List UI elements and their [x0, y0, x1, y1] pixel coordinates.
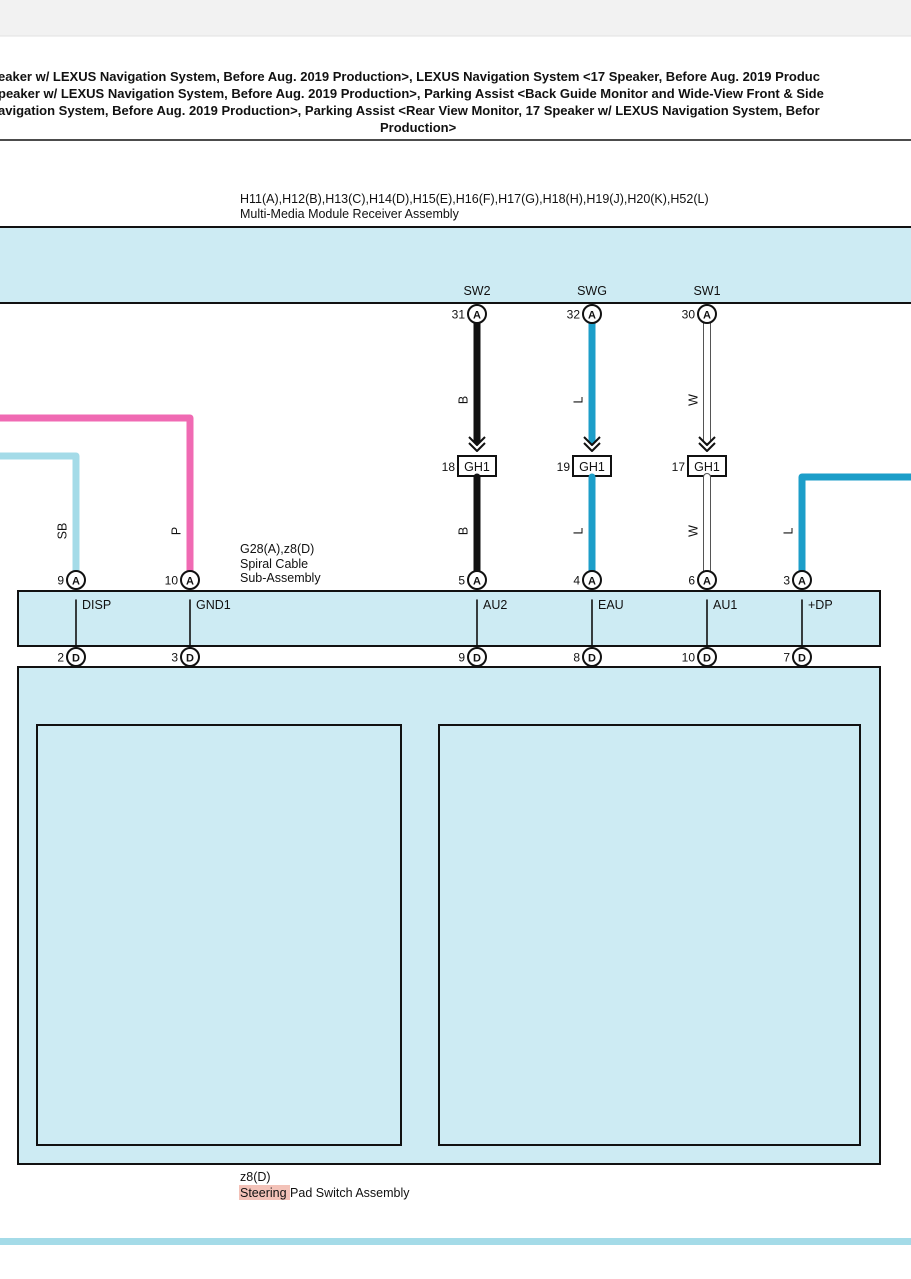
spiral-bottom-connector-circle: [582, 647, 602, 667]
spiral-bottom-connector-pin: 10: [682, 651, 696, 665]
switch-lh-box: [438, 724, 861, 1146]
spiral-bottom-connector-pin: 3: [171, 651, 178, 665]
spiral-bottom-connector-letter: D: [72, 653, 80, 665]
spiral-terminal-name: +DP: [808, 598, 833, 612]
spiral-bottom-connector-circle: [792, 647, 812, 667]
receiver-name: Multi-Media Module Receiver Assembly: [240, 207, 460, 221]
spiral-terminal-name: AU2: [483, 598, 507, 612]
wire-color-label-mid: W: [686, 525, 700, 537]
spiral-bottom-connector-circle: [467, 647, 487, 667]
spiral-bottom-connector-pin: 8: [573, 651, 580, 665]
spiral-top-connector-circle: [582, 570, 602, 590]
receiver-connector-list: H11(A),H12(B),H13(C),H14(D),H15(E),H16(F…: [240, 192, 709, 206]
spiral-bottom-connector-letter: D: [798, 653, 806, 665]
receiver-terminal-name: SWG: [577, 284, 607, 298]
spiral-connector-list: G28(A),z8(D): [240, 542, 314, 556]
junction-label: GH1: [579, 460, 605, 474]
spiral-top-connector-pin: 4: [573, 574, 580, 588]
spiral-top-connector-pin: 6: [688, 574, 695, 588]
spiral-top-connector-circle: [467, 570, 487, 590]
spiral-top-connector-pin: 9: [57, 574, 64, 588]
junction-label: GH1: [464, 460, 490, 474]
spiral-name-line-2: Sub-Assembly: [240, 571, 321, 585]
chevron-icon: [583, 436, 601, 446]
spiral-top-connector-letter: A: [186, 576, 194, 588]
receiver-terminal-name: SW2: [463, 284, 490, 298]
spiral-bottom-connector-circle: [697, 647, 717, 667]
junction-pin: 17: [672, 460, 686, 474]
chevron-icon: [468, 436, 486, 446]
top-bar: [0, 0, 911, 36]
receiver-connector-pin: 31: [452, 308, 466, 322]
spiral-bottom-connector-pin: 9: [458, 651, 465, 665]
spiral-top-connector-pin: 5: [458, 574, 465, 588]
wire-color-label-mid: B: [456, 527, 470, 535]
spiral-bottom-connector-pin: 7: [783, 651, 790, 665]
receiver-box: [0, 226, 911, 304]
spiral-top-connector-circle: [180, 570, 200, 590]
receiver-connector-pin: 32: [567, 308, 581, 322]
header-line-4: Production>: [380, 120, 457, 135]
spiral-bottom-connector-circle: [180, 647, 200, 667]
receiver-connector-pin: 30: [682, 308, 696, 322]
spiral-bottom-connector-letter: D: [186, 653, 194, 665]
wire-sb: [0, 452, 80, 572]
chevron-icon: [698, 436, 716, 446]
wire-color-label-upper: B: [456, 396, 470, 404]
spiral-bottom-connector-circle: [66, 647, 86, 667]
header-line-3: avigation System, Before Aug. 2019 Produ…: [0, 103, 820, 118]
diagram-header: eaker w/ LEXUS Navigation System, Before…: [0, 69, 824, 135]
spiral-top-connector-letter: A: [588, 576, 596, 588]
wire-color-label-mid: SB: [55, 523, 69, 540]
spiral-top-connector-letter: A: [473, 576, 481, 588]
chevron-icon: [698, 442, 716, 452]
spiral-terminal-name: AU1: [713, 598, 737, 612]
spiral-name-line-1: Spiral Cable: [240, 557, 308, 571]
spiral-top-connector-letter: A: [798, 576, 806, 588]
chevron-icon: [583, 442, 601, 452]
receiver-connector-circle: [697, 304, 717, 324]
receiver-terminal-name: SW1: [693, 284, 720, 298]
header-line-1: eaker w/ LEXUS Navigation System, Before…: [0, 69, 820, 84]
spiral-top-connector-circle: [792, 570, 812, 590]
assembly-name: Steering Pad Switch Assembly: [240, 1186, 410, 1200]
spiral-bottom-connector-letter: D: [473, 653, 481, 665]
wire-color-label-upper: L: [571, 396, 585, 403]
header-line-2: peaker w/ LEXUS Navigation System, Befor…: [0, 86, 824, 101]
spiral-terminal-name: EAU: [598, 598, 624, 612]
junction-pin: 19: [557, 460, 571, 474]
spiral-bottom-connector-letter: D: [588, 653, 596, 665]
spiral-top-connector-pin: 3: [783, 574, 790, 588]
assembly-connector: z8(D): [240, 1170, 271, 1184]
junction-pin: 18: [442, 460, 456, 474]
receiver-connector-letter: A: [703, 310, 711, 322]
spiral-cable-box: [17, 590, 881, 647]
switch-rh-box: [36, 724, 402, 1146]
receiver-connector-circle: [582, 304, 602, 324]
wire-color-label-upper: W: [686, 394, 700, 406]
bottom-bar: [0, 1238, 911, 1245]
spiral-top-connector-circle: [66, 570, 86, 590]
assembly-name-highlight: [239, 1185, 290, 1200]
assembly-box: [17, 666, 881, 1165]
receiver-connector-letter: A: [588, 310, 596, 322]
wire-l-dp: [798, 473, 911, 572]
wire-color-label-mid: P: [169, 527, 183, 535]
wire-p: [0, 414, 194, 572]
junction-label: GH1: [694, 460, 720, 474]
spiral-terminal-name: GND1: [196, 598, 231, 612]
spiral-bottom-connector-pin: 2: [57, 651, 64, 665]
spiral-top-connector-circle: [697, 570, 717, 590]
spiral-top-connector-letter: A: [72, 576, 80, 588]
receiver-connector-circle: [467, 304, 487, 324]
chevron-icon: [468, 442, 486, 452]
spiral-top-connector-letter: A: [703, 576, 711, 588]
receiver-connector-letter: A: [473, 310, 481, 322]
spiral-terminal-name: DISP: [82, 598, 111, 612]
spiral-bottom-connector-letter: D: [703, 653, 711, 665]
spiral-top-connector-pin: 10: [165, 574, 179, 588]
wire-color-label-mid: L: [571, 527, 585, 534]
wire-color-label-mid: L: [781, 527, 795, 534]
